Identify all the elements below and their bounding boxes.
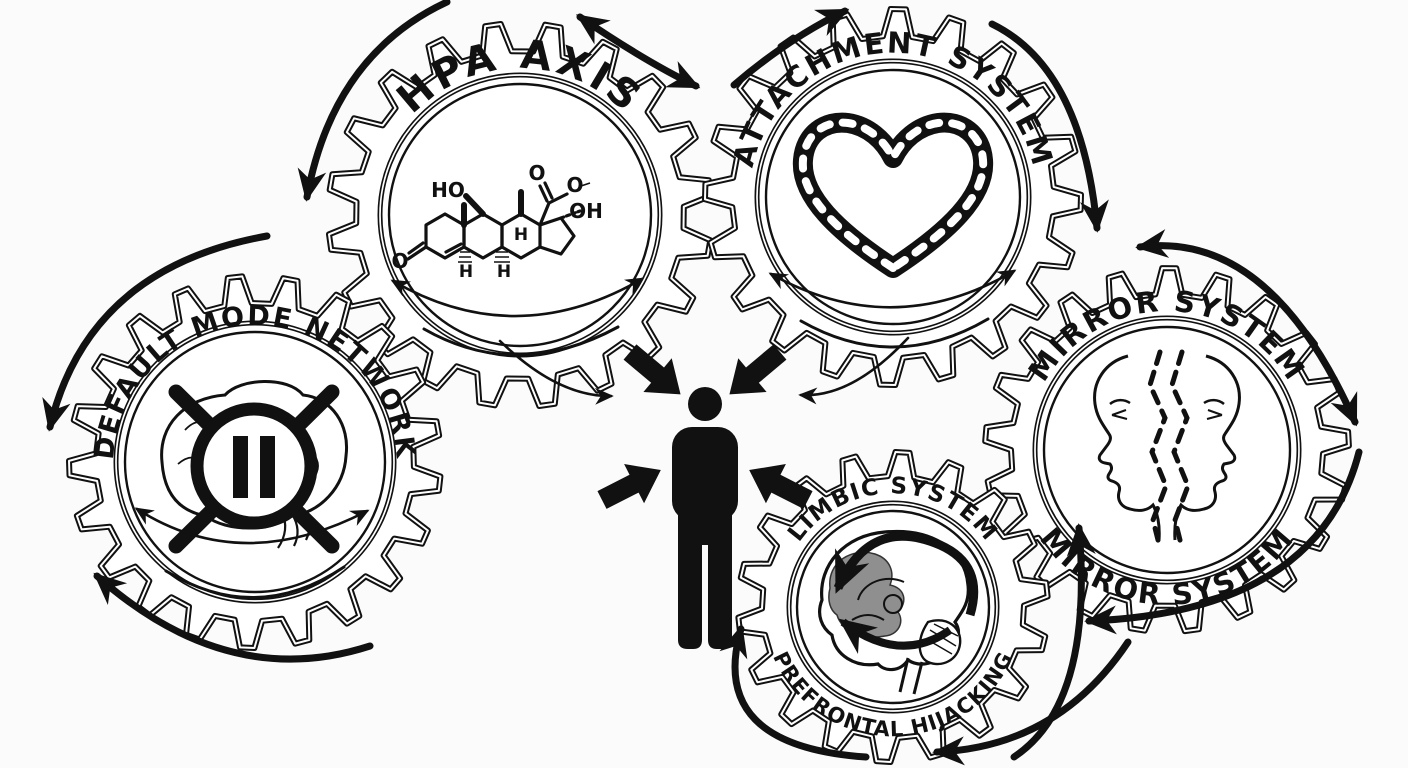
arc-arrow-attachment-inner bbox=[768, 269, 1017, 309]
pause-bar-right bbox=[260, 436, 275, 498]
pause-circle bbox=[190, 402, 318, 530]
person-legs bbox=[678, 512, 732, 649]
cortisol-molecule-icon: HO OH O O O H H H bbox=[391, 161, 602, 282]
inward-arrow-left bbox=[597, 464, 661, 509]
arc-arrow-top-middle bbox=[576, 13, 701, 90]
arc-arrow-limbic-left bbox=[719, 624, 870, 761]
gear-limbic-system: LIMBIC SYSTEM PREFRONTAL HIJACKING bbox=[735, 449, 1051, 765]
molecule-label-ho: HO bbox=[431, 178, 465, 202]
person-silhouette bbox=[672, 387, 738, 649]
arc-arrow-dmn-inner bbox=[134, 507, 370, 545]
arc-arrow-attachment-to-center bbox=[798, 336, 910, 405]
arc-arrow-hpa-left bbox=[297, 0, 451, 202]
molecule-label-h1: H bbox=[459, 262, 473, 282]
limbic-brain-icon bbox=[818, 529, 979, 695]
rotation-arrows bbox=[42, 0, 1363, 766]
arc-arrow-mirror-top bbox=[1135, 229, 1359, 427]
arc-arrow-limbic-right bbox=[1010, 523, 1096, 761]
arc-arrow-hpa-inner bbox=[390, 277, 645, 318]
person-torso bbox=[672, 427, 738, 521]
paused-brain-icon bbox=[160, 380, 349, 554]
molecule-label-o-right: O bbox=[566, 173, 583, 197]
molecule-label-h3: H bbox=[514, 225, 528, 245]
chain-heart-icon bbox=[792, 112, 994, 278]
molecule-label-o-ketone: O bbox=[391, 249, 408, 273]
arc-arrow-attachment-right bbox=[988, 20, 1109, 233]
inward-arrows bbox=[597, 344, 813, 509]
decorative-arc-hpa bbox=[422, 325, 620, 357]
arc-arrow-hpa-to-center bbox=[498, 339, 614, 405]
molecule-label-o-carbonyl: O bbox=[528, 161, 545, 185]
arc-arrow-mirror-bottom bbox=[1084, 448, 1363, 635]
decorative-arc-dmn bbox=[164, 565, 346, 600]
cycle-arrow-outer bbox=[833, 531, 979, 617]
molecule-label-h2: H bbox=[497, 262, 511, 282]
face-left-profile bbox=[1093, 354, 1161, 541]
decorative-arc-attachment bbox=[799, 317, 990, 349]
brainstem bbox=[898, 657, 924, 695]
arc-arrow-attachment-top bbox=[730, 7, 850, 89]
pause-bar-left bbox=[233, 436, 248, 498]
person-head bbox=[688, 387, 722, 421]
arc-arrow-dmn-upper-left bbox=[42, 232, 271, 432]
inward-arrow-upper-right bbox=[729, 344, 787, 395]
gear-default-mode-network: DEFAULT MODE NETWORK bbox=[66, 273, 444, 651]
cycle-arrow-inner bbox=[838, 618, 953, 655]
inward-arrow-right bbox=[749, 464, 813, 509]
inward-arrow-upper-left bbox=[623, 344, 681, 395]
arc-arrow-dmn-bottom bbox=[93, 572, 374, 663]
molecule-label-oh: OH bbox=[569, 199, 603, 223]
